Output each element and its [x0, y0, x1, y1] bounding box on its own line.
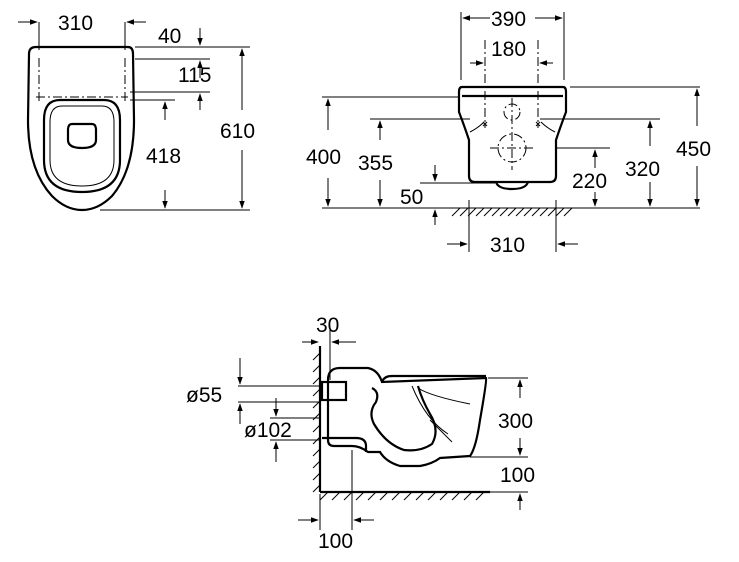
front-body: [457, 85, 568, 184]
inlet-height-label: 220: [572, 170, 607, 193]
height-bottom-label: 400: [306, 146, 341, 169]
bowl-outline: [26, 45, 136, 212]
front-view: 390 180: [306, 8, 711, 257]
outlet-height-label: 50: [400, 186, 423, 209]
side-trap: [370, 385, 437, 452]
top-offset-label: 40: [158, 25, 181, 48]
floor-hatch: [451, 207, 573, 217]
inlet2-height-label: 320: [625, 158, 660, 181]
wall-hatch: [312, 352, 485, 501]
hole-offset-label: 115: [178, 64, 211, 87]
fixing-spacing-label: 180: [491, 38, 526, 61]
inlet-diameter-label: ø55: [186, 384, 222, 407]
height-top-label: 450: [676, 138, 711, 161]
side-view: 30 ø55 ø102 300 100 100: [186, 314, 535, 553]
drain-opening: [66, 122, 98, 150]
seat-outline: [42, 98, 122, 194]
fixing-height-label: 355: [358, 152, 393, 175]
top-width-label: 310: [58, 12, 93, 35]
front-outlet: [494, 181, 530, 191]
seat-inner: [49, 105, 115, 187]
wall-gap-label: 30: [316, 314, 339, 337]
top-view: 310 40 115 418 610: [18, 12, 255, 212]
floor-width-label: 310: [490, 234, 525, 257]
side-bowl-outline: [326, 366, 488, 468]
front-width-label: 390: [491, 8, 526, 31]
hole-to-front-label: 418: [146, 145, 181, 168]
outlet-diameter-label: ø102: [244, 419, 292, 442]
floor-gap-label: 100: [500, 464, 535, 487]
wall-offset-label: 100: [318, 530, 353, 553]
side-height-label: 300: [498, 410, 533, 433]
depth-label: 610: [220, 120, 255, 143]
